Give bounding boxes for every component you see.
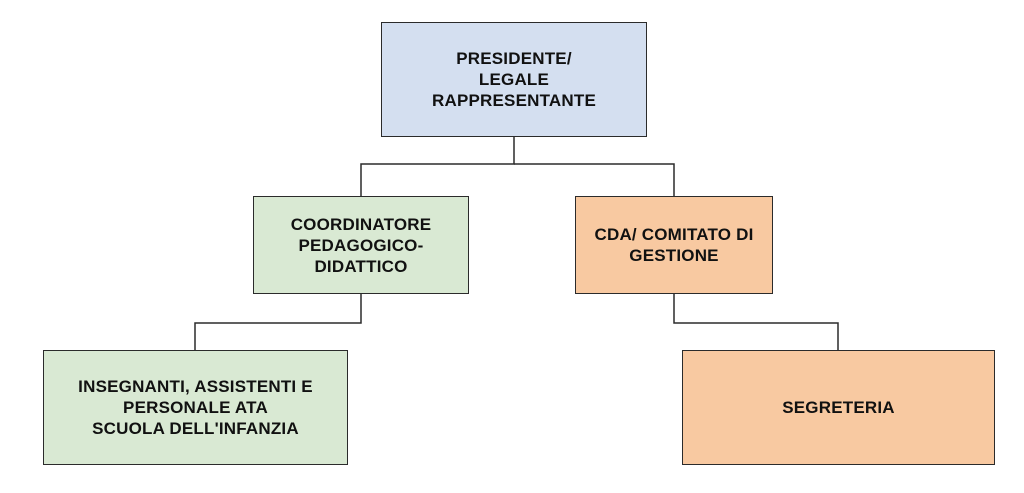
node-secretariat: SEGRETERIA (682, 350, 995, 465)
node-president: PRESIDENTE/ LEGALE RAPPRESENTANTE (381, 22, 647, 137)
edge-president-coordinator (360, 137, 515, 196)
node-staff: INSEGNANTI, ASSISTENTI E PERSONALE ATA S… (43, 350, 348, 465)
edge-cda-secretariat (673, 294, 839, 350)
edge-president-cda (514, 163, 675, 196)
node-coordinator: COORDINATORE PEDAGOGICO- DIDATTICO (253, 196, 469, 294)
node-cda: CDA/ COMITATO DI GESTIONE (575, 196, 773, 294)
edge-coordinator-staff (194, 294, 362, 350)
